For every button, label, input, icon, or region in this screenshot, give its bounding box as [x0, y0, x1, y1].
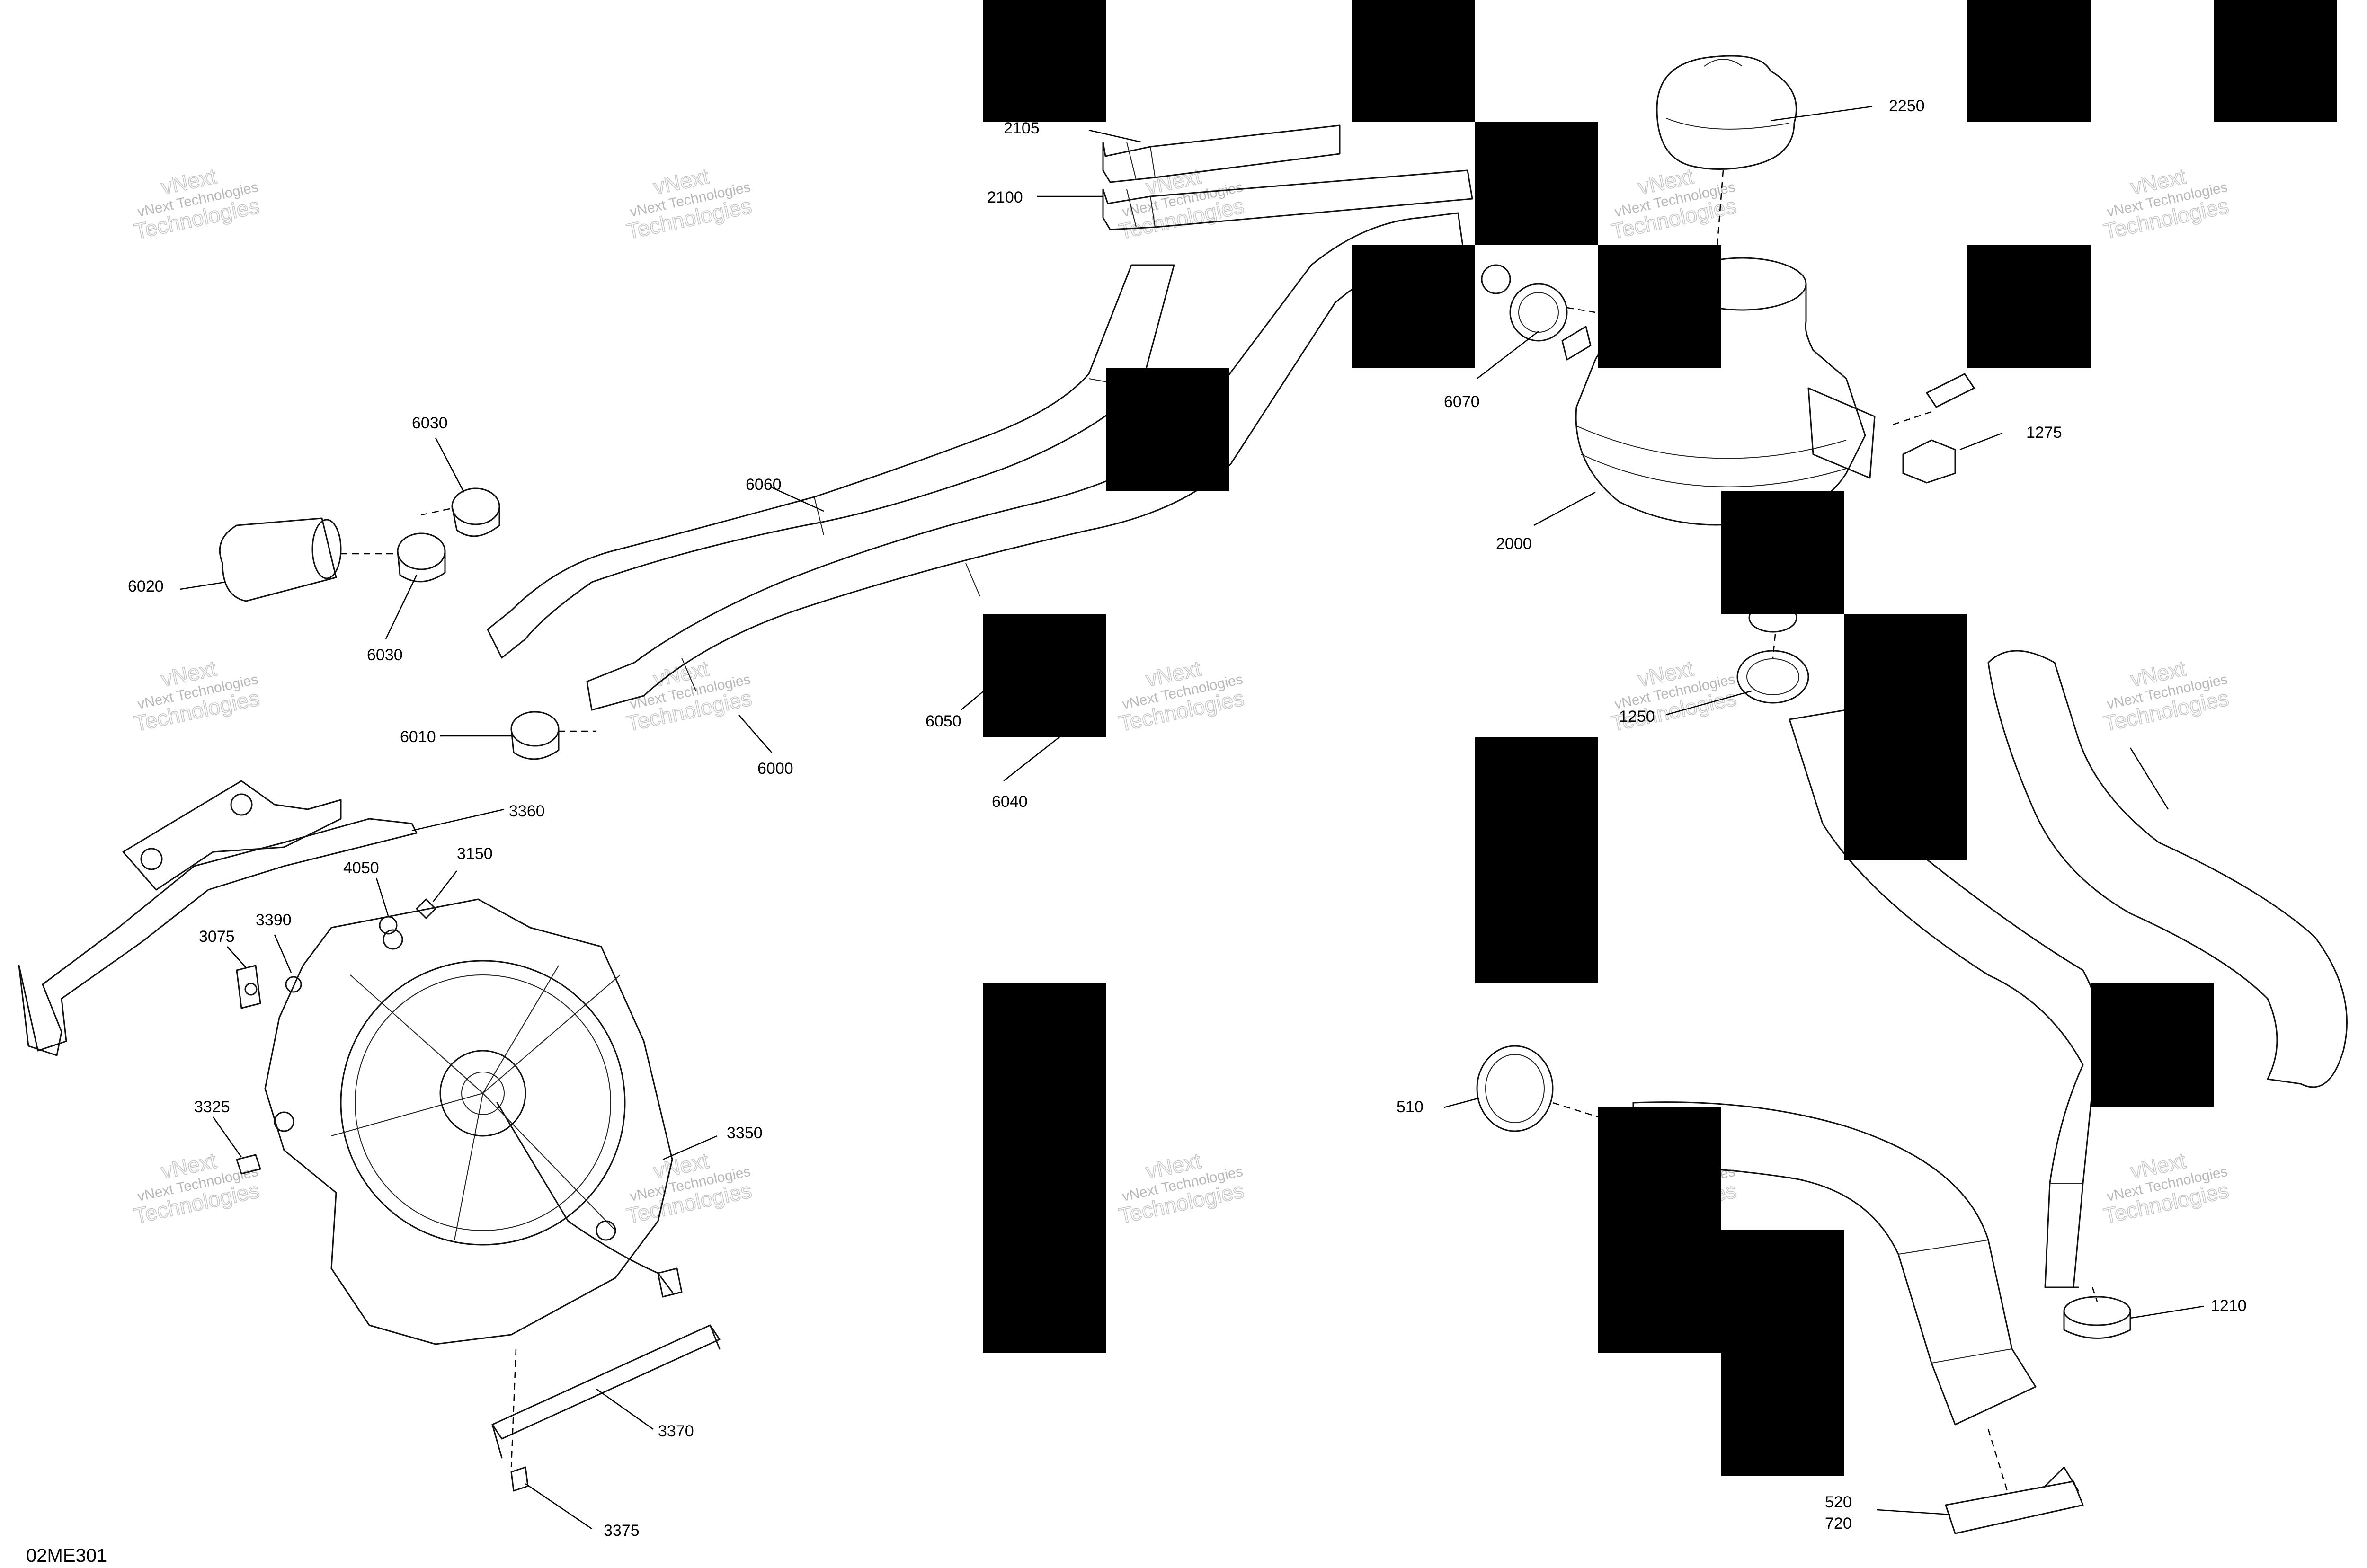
callout-6010: 6010 [400, 728, 436, 746]
redaction-block [1598, 1107, 1721, 1353]
clamp-1275 [1902, 373, 1975, 484]
leader-lines [179, 106, 2204, 1530]
redaction-block [1352, 245, 1475, 368]
redaction-block [2091, 983, 2214, 1107]
redaction-block [1106, 368, 1229, 491]
callout-3375: 3375 [604, 1522, 640, 1540]
redaction-block [983, 983, 1106, 1353]
callout-2105: 2105 [1004, 119, 1040, 137]
clamp-520-720 [1945, 1466, 2084, 1534]
redaction-block [2214, 0, 2337, 122]
figure-id: 02ME301 [26, 1545, 107, 1566]
redaction-blocks [983, 0, 2337, 1476]
callout-6040: 6040 [992, 793, 1028, 811]
bracket-3370 [491, 1324, 721, 1459]
redaction-block [1721, 1230, 1844, 1476]
assembly-dash-lines [341, 170, 2098, 1491]
callout-3360: 3360 [509, 802, 545, 820]
cap-2250 [1656, 55, 1797, 170]
redaction-block [1721, 491, 1844, 614]
callout-1210: 1210 [2211, 1297, 2247, 1315]
callout-2100: 2100 [987, 188, 1023, 206]
screw-3150 [416, 898, 436, 919]
clamp-510 [1476, 1045, 1554, 1132]
redaction-block [983, 0, 1106, 122]
hose-2105 [1102, 124, 1341, 183]
hose-lower-right [1632, 1101, 2037, 1426]
clip-3075 [236, 965, 261, 1009]
callout-6000: 6000 [757, 760, 793, 778]
callout-3370: 3370 [658, 1422, 694, 1440]
redaction-block [1967, 245, 2091, 368]
clamp-6010 [510, 711, 560, 760]
callout-2250: 2250 [1889, 97, 1925, 115]
callout-520: 520 [1825, 1493, 1852, 1511]
clamp-6070 [1481, 264, 1568, 342]
redaction-block [1967, 0, 2091, 122]
callout-3390: 3390 [256, 911, 292, 929]
clamp-1250 [1736, 602, 1809, 704]
nipple-6020 [219, 517, 342, 602]
callout-1275: 1275 [2026, 424, 2062, 442]
redaction-block [1475, 122, 1598, 245]
screw-3375 [510, 1466, 529, 1492]
callout-6020: 6020 [128, 577, 164, 595]
callout-6030-upper: 6030 [412, 414, 448, 432]
hose-2100 [1102, 169, 1473, 230]
callout-720: 720 [1825, 1515, 1852, 1533]
callout-2000: 2000 [1496, 535, 1532, 553]
callout-1250: 1250 [1619, 708, 1655, 726]
fan-assembly-3350 [264, 898, 683, 1345]
clamp-1210 [2063, 1296, 2131, 1339]
clip-3390 [285, 976, 302, 993]
redaction-block [1598, 245, 1721, 368]
redaction-block [1352, 0, 1475, 122]
clip-3325 [236, 1154, 261, 1175]
washer-4050 [379, 916, 398, 935]
redaction-block [983, 614, 1106, 737]
callout-6060: 6060 [746, 476, 782, 494]
callout-3075: 3075 [199, 928, 235, 946]
callout-3325: 3325 [194, 1098, 230, 1116]
clamp-6030-lower [397, 532, 446, 583]
callout-510: 510 [1397, 1098, 1424, 1116]
callout-3350: 3350 [727, 1124, 763, 1142]
redaction-block [1475, 737, 1598, 983]
clamp-6030-upper [451, 487, 500, 537]
callout-4050: 4050 [343, 859, 379, 877]
callout-6070: 6070 [1444, 393, 1480, 411]
reservoir-tank-2000 [1561, 257, 1876, 526]
callout-3150: 3150 [457, 845, 493, 863]
callout-6050: 6050 [925, 712, 961, 730]
bracket-3360 [18, 780, 418, 1056]
redaction-block [1844, 614, 1967, 860]
callout-6030-lower: 6030 [367, 646, 403, 664]
